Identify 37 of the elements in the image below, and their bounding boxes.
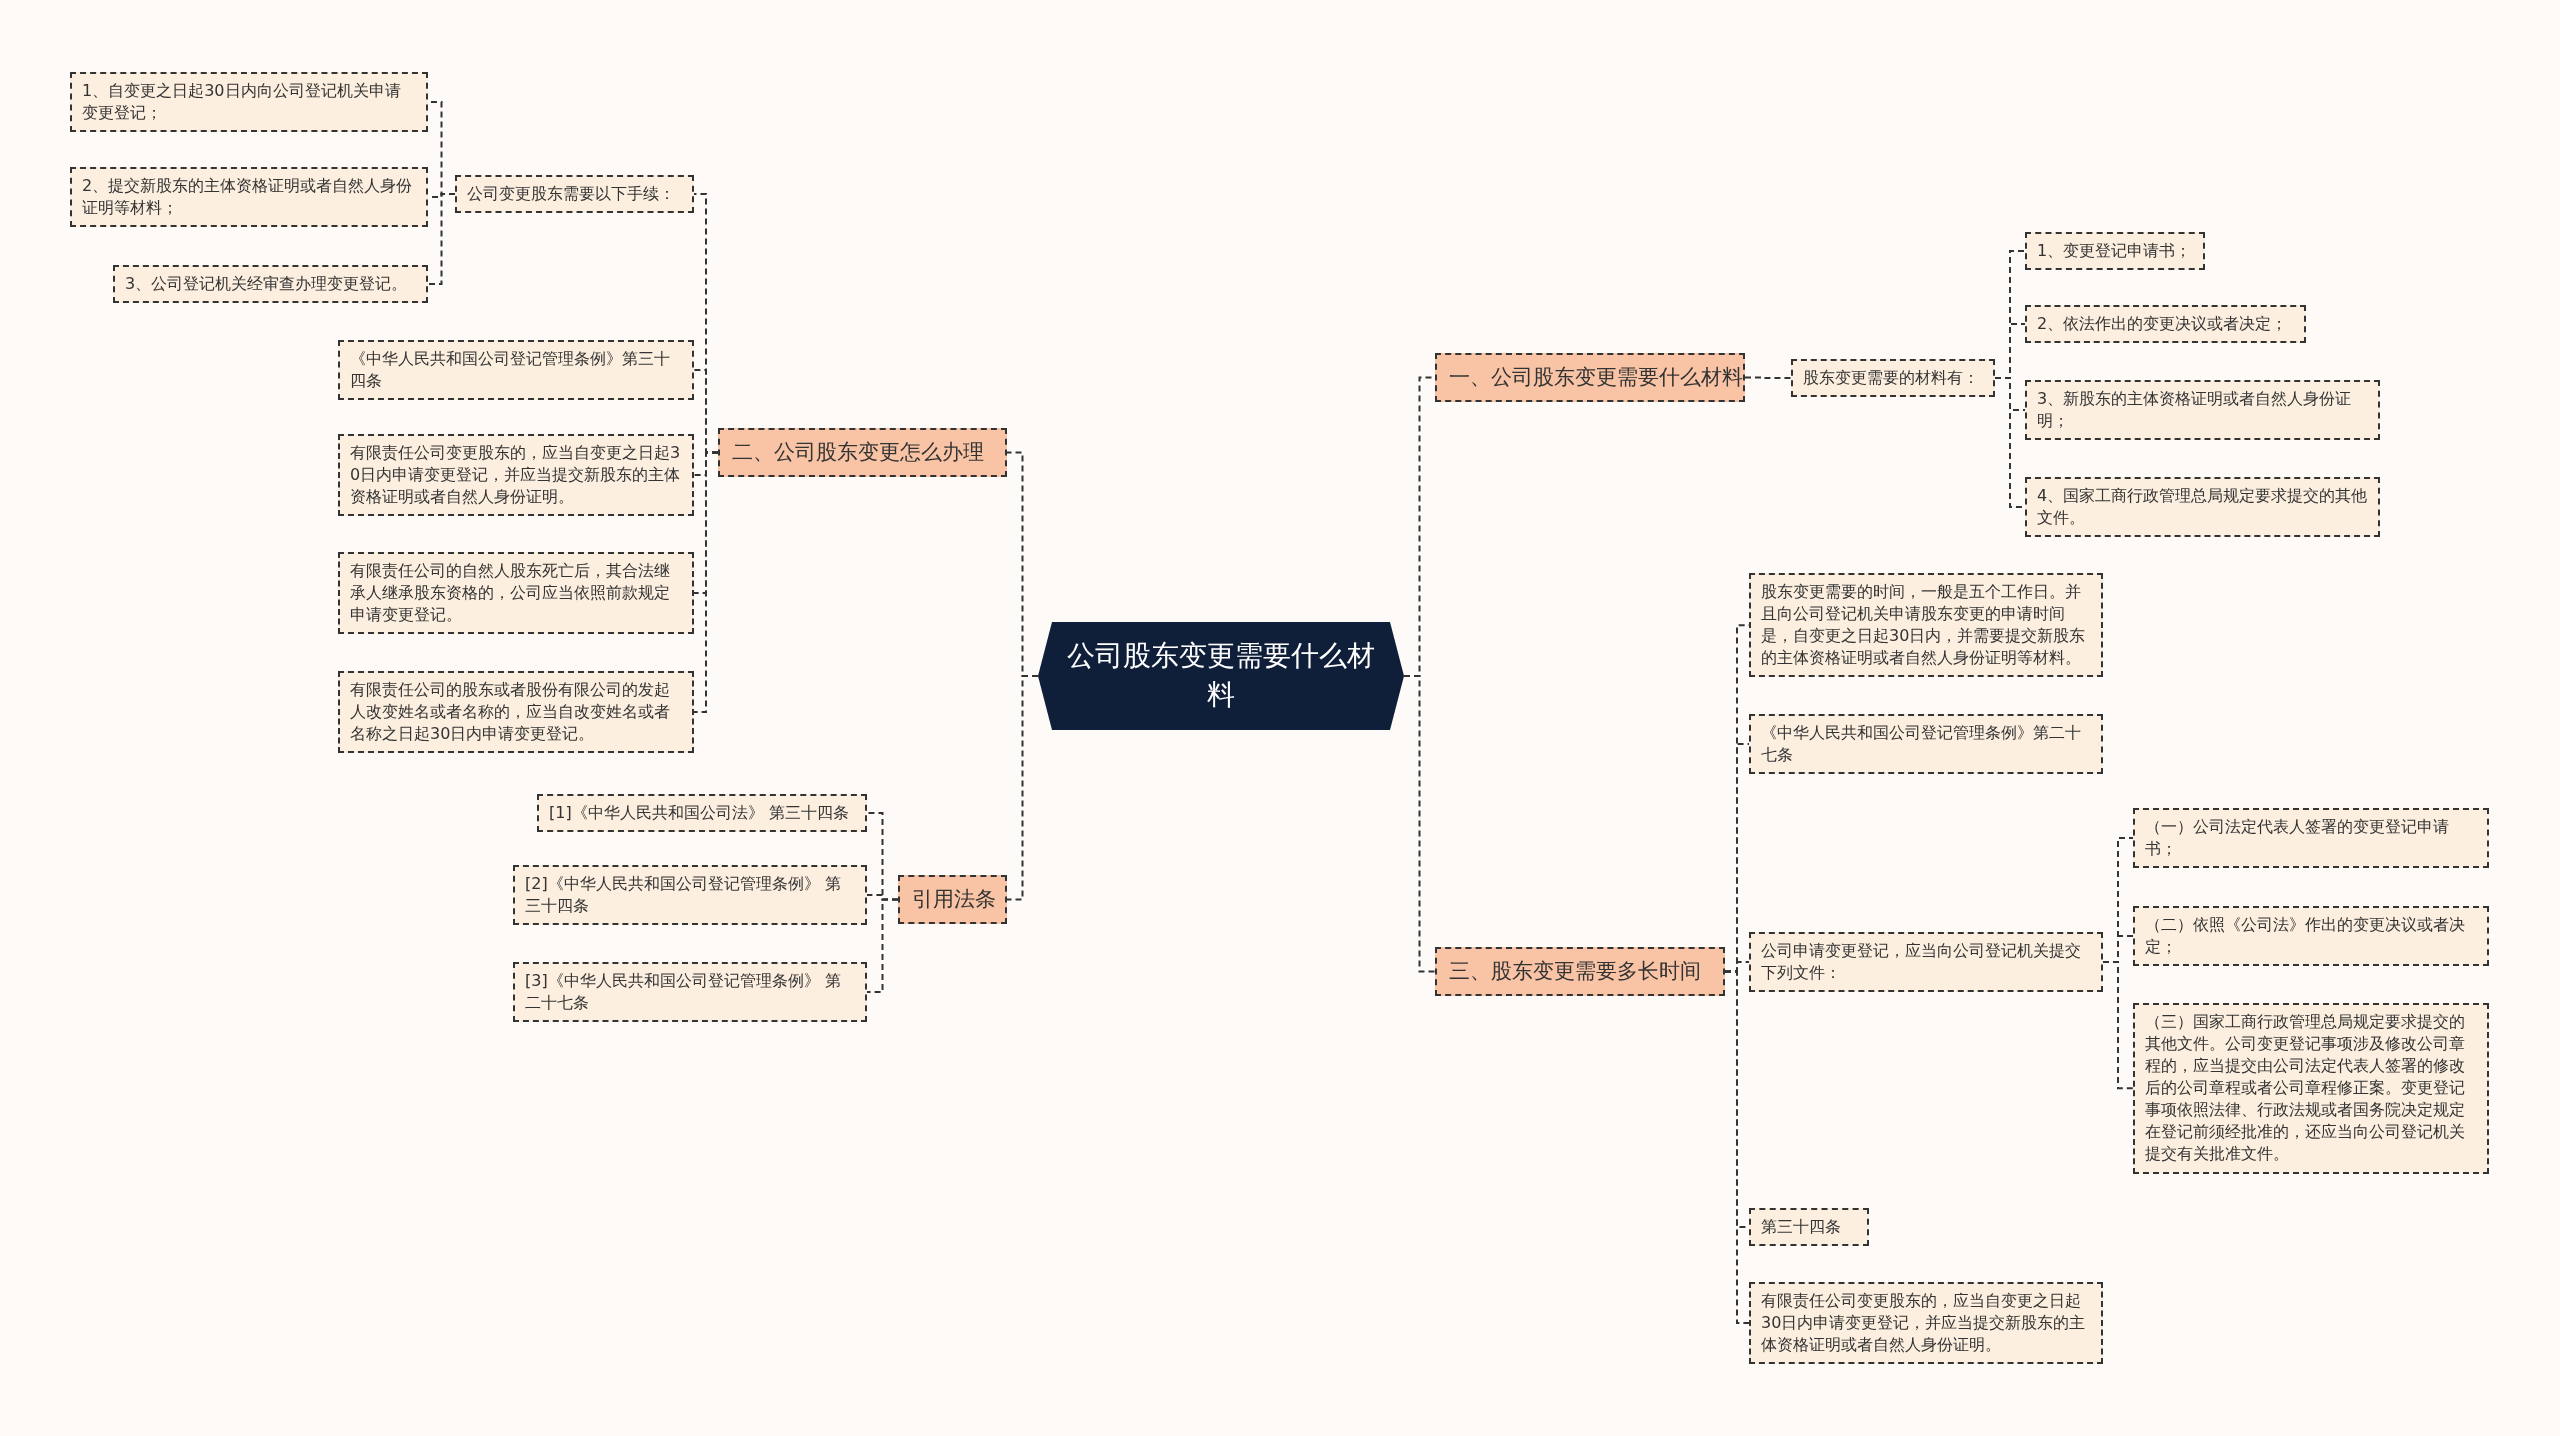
subtopic-box: 有限责任公司的自然人股东死亡后，其合法继承人继承股东资格的，公司应当依照前款规定申请变更登记。 (338, 552, 694, 635)
subtopic-box: 3、新股东的主体资格证明或者自然人身份证明； (2025, 380, 2380, 441)
subtopic-box: （三）国家工商行政管理总局规定要求提交的其他文件。公司变更登记事项涉及修改公司章程的，应当提交由公司法定代表人签署的修改后的公司章程或者公司章程修正案。变更登记事项依照法律、行政法规或者国务院决定规定在登记前须经批准的，还应当向公司登记机关提交有关批准文件。 (2133, 1003, 2489, 1174)
subtopic-box: 有限责任公司变更股东的，应当自变更之日起30日内申请变更登记，并应当提交新股东的主体资格证明或者自然人身份证明。 (338, 434, 694, 517)
connector-line (693, 451, 719, 714)
subtopic-box: （一）公司法定代表人签署的变更登记申请书； (2133, 808, 2489, 869)
connector-line (1006, 675, 1039, 901)
subtopic-box: [3]《中华人民共和国公司登记管理条例》 第二十七条 (513, 962, 867, 1023)
subtopic-box: [2]《中华人民共和国公司登记管理条例》 第三十四条 (513, 865, 867, 926)
subtopic-box: 有限责任公司变更股东的，应当自变更之日起30日内申请变更登记，并应当提交新股东的主体资格证明或者自然人身份证明。 (1749, 1282, 2103, 1365)
root-topic-box: 公司股东变更需要什么材料 (1038, 622, 1404, 730)
subtopic-box: 1、变更登记申请书； (2025, 232, 2205, 271)
subtopic-box: 2、提交新股东的主体资格证明或者自然人身份证明等材料； (70, 167, 428, 228)
branch-topic-box: 一、公司股东变更需要什么材料 (1435, 353, 1745, 402)
subtopic-box: 股东变更需要的时间，一般是五个工作日。并且向公司登记机关申请股东变更的申请时间是，自变更之日起30日内，并需要提交新股东的主体资格证明或者自然人身份证明等材料。 (1749, 573, 2103, 678)
branch-topic-box: 三、股东变更需要多长时间 (1435, 947, 1725, 996)
connector-line (866, 898, 899, 994)
subtopic-box: （二）依照《公司法》作出的变更决议或者决定； (2133, 906, 2489, 967)
branch-topic-box: 二、公司股东变更怎么办理 (718, 428, 1007, 477)
subtopic-box: 公司变更股东需要以下手续： (455, 175, 694, 214)
subtopic-box: [1]《中华人民共和国公司法》 第三十四条 (537, 794, 867, 833)
subtopic-box: 第三十四条 (1749, 1208, 1869, 1247)
subtopic-box: 1、自变更之日起30日内向公司登记机关申请变更登记； (70, 72, 428, 133)
connector-line (2102, 961, 2134, 1090)
branch-topic-box: 引用法条 (898, 875, 1007, 924)
subtopic-box: 《中华人民共和国公司登记管理条例》第二十七条 (1749, 714, 2103, 775)
connector-line (1724, 970, 1750, 1325)
subtopic-box: 公司申请变更登记，应当向公司登记机关提交下列文件： (1749, 932, 2103, 993)
subtopic-box: 4、国家工商行政管理总局规定要求提交的其他文件。 (2025, 477, 2380, 538)
connector-line (427, 193, 456, 286)
subtopic-box: 有限责任公司的股东或者股份有限公司的发起人改变姓名或者名称的，应当自改变姓名或者名称之日起30日内申请变更登记。 (338, 671, 694, 754)
subtopic-box: 股东变更需要的材料有： (1791, 359, 1995, 398)
subtopic-box: 3、公司登记机关经审查办理变更登记。 (113, 265, 428, 304)
subtopic-box: 2、依法作出的变更决议或者决定； (2025, 305, 2306, 344)
connector-line (1403, 675, 1436, 973)
subtopic-box: 《中华人民共和国公司登记管理条例》第三十四条 (338, 340, 694, 401)
connector-line (1744, 376, 1792, 380)
